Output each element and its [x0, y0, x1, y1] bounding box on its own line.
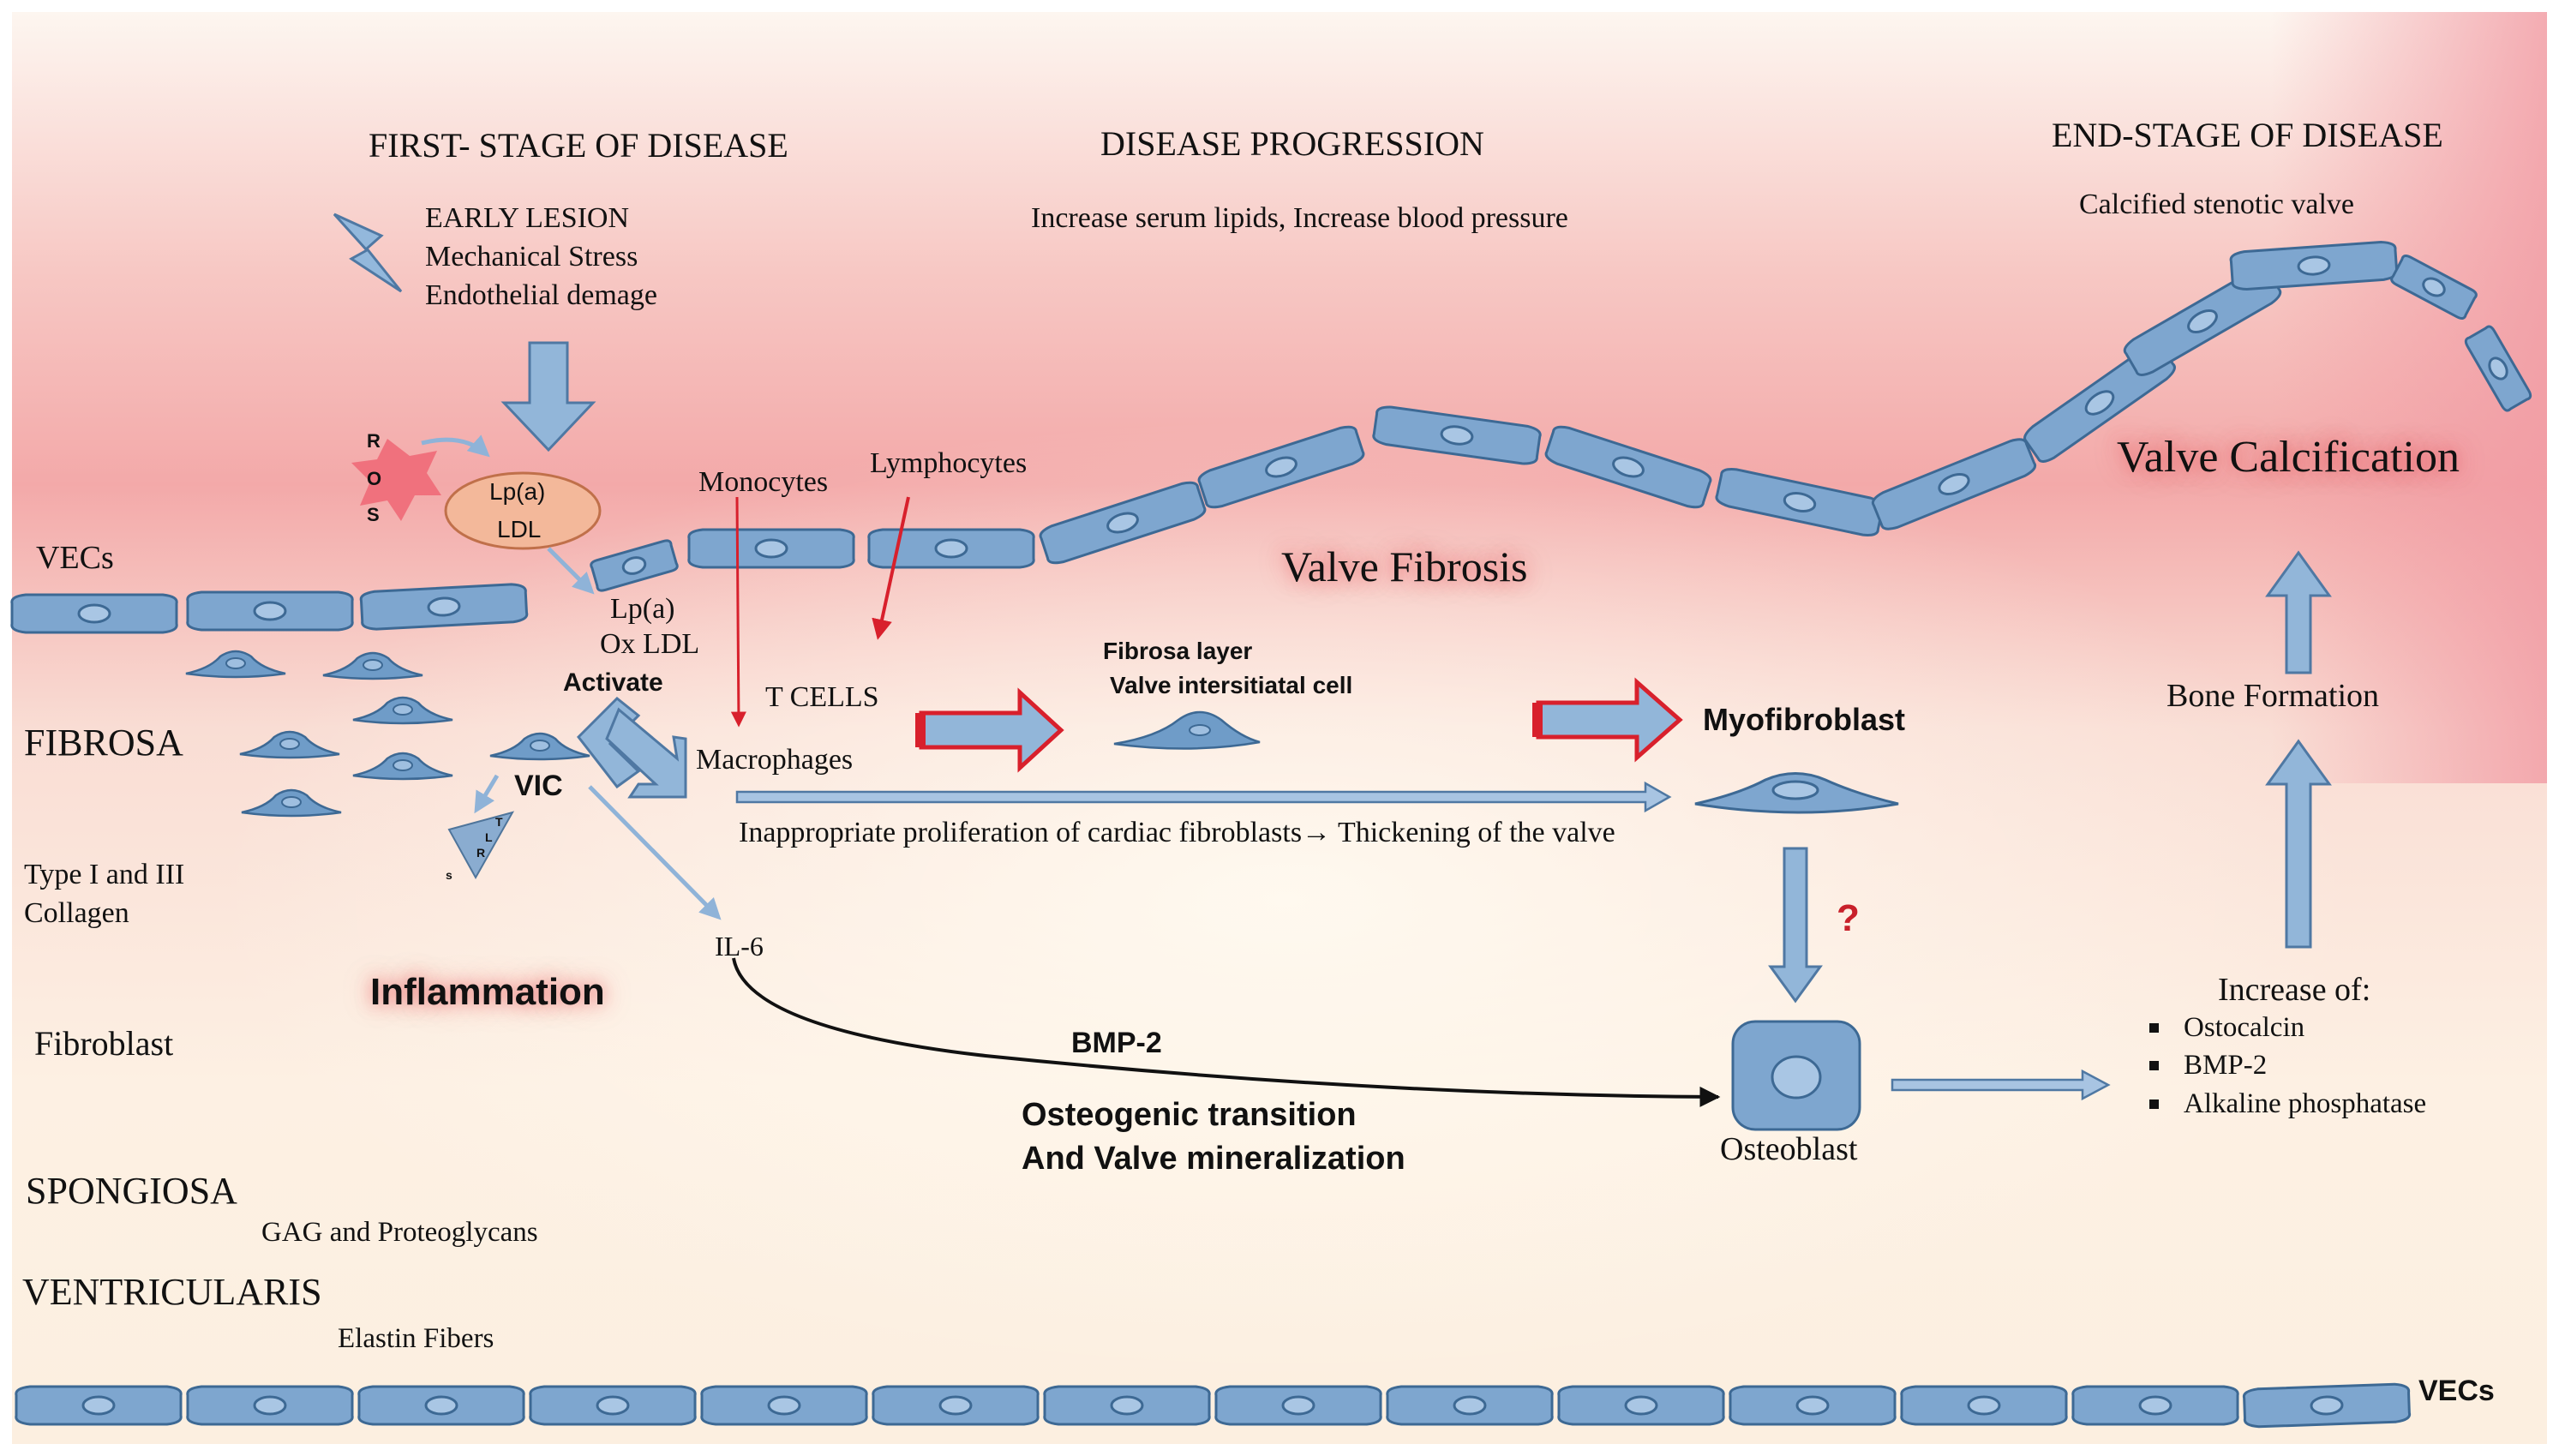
macrophages-label: Macrophages: [696, 744, 854, 776]
oval-lpa-label: Lp(a): [489, 478, 546, 505]
gag-label: GAG and Proteoglycans: [261, 1217, 538, 1248]
bullet-marker: [2149, 1099, 2159, 1109]
inflammation-label: Inflammation: [370, 971, 605, 1013]
end-stage-note: Calcified stenotic valve: [2079, 189, 2354, 220]
tlr-letter-l: L: [485, 830, 493, 844]
ros-letter-s: S: [367, 504, 380, 525]
ros-letter-r: R: [367, 430, 381, 452]
collagen-label: Collagen: [24, 897, 129, 929]
oval-ldl-label: LDL: [497, 516, 542, 542]
myofibroblast-label: Myofibroblast: [1703, 702, 1906, 737]
heading-disease-progression: DISEASE PROGRESSION: [1100, 124, 1484, 163]
tlr-letter-r: R: [476, 846, 486, 860]
endothelial-damage-label: Endothelial demage: [425, 279, 657, 311]
collagen-type-label: Type I and III: [24, 859, 185, 890]
valve-mineralization-label: And Valve mineralization: [1022, 1141, 1405, 1177]
monocytes-label: Monocytes: [698, 466, 829, 498]
unknown-pathway-mark: ?: [1837, 897, 1860, 939]
bullet-marker: [2149, 1023, 2159, 1033]
increase-item-alkaline-phosphatase: Alkaline phosphatase: [2184, 1088, 2427, 1119]
increase-of-title: Increase of:: [2218, 972, 2371, 1008]
ventricularis-label: VENTRICULARIS: [22, 1271, 322, 1313]
progression-note: Increase serum lipids, Increase blood pr…: [1031, 202, 1568, 234]
tlr-letter-s: s: [446, 868, 452, 882]
vecs-top-label: VECs: [36, 540, 114, 576]
mechanical-stress-label: Mechanical Stress: [425, 241, 638, 273]
ros-letter-o: O: [367, 468, 382, 489]
spongiosa-label: SPONGIOSA: [26, 1170, 237, 1212]
valve-calcification-label: Valve Calcification: [2117, 433, 2460, 482]
bmp2-label: BMP-2: [1071, 1027, 1162, 1059]
activate-label: Activate: [563, 668, 663, 697]
increase-item-osteocalcin: Ostocalcin: [2184, 1012, 2305, 1043]
valve-fibrosis-label: Valve Fibrosis: [1281, 542, 1528, 590]
ox-ldl-label: Ox LDL: [600, 628, 700, 660]
fibroblast-label: Fibroblast: [34, 1024, 174, 1063]
valve-interstitial-label: Valve intersitiatal cell: [1110, 672, 1353, 698]
proliferation-label: Inappropriate proliferation of cardiac f…: [739, 817, 1615, 848]
lymphocytes-label: Lymphocytes: [870, 447, 1028, 479]
elastin-label: Elastin Fibers: [338, 1323, 494, 1354]
t-cells-label: T CELLS: [765, 681, 879, 713]
fibrosa-label: FIBROSA: [24, 722, 183, 764]
tlr-letter-t: T: [495, 815, 503, 829]
heading-first-stage: FIRST- STAGE OF DISEASE: [369, 126, 788, 165]
vic-label: VIC: [514, 770, 563, 802]
heading-end-stage: END-STAGE OF DISEASE: [2052, 116, 2443, 154]
bone-formation-label: Bone Formation: [2166, 678, 2380, 714]
vecs-bottom-label: VECs: [2418, 1375, 2495, 1407]
increase-item-bmp2: BMP-2: [2184, 1050, 2268, 1081]
ox-lpa-label: Lp(a): [610, 593, 675, 625]
osteogenic-transition-label: Osteogenic transition: [1022, 1097, 1357, 1133]
bullet-marker: [2149, 1061, 2159, 1070]
early-lesion-title: EARLY LESION: [425, 202, 630, 234]
osteoblast-label: Osteoblast: [1720, 1131, 1858, 1167]
fibrosa-layer-label: Fibrosa layer: [1103, 638, 1253, 664]
il6-label: IL-6: [715, 931, 764, 962]
